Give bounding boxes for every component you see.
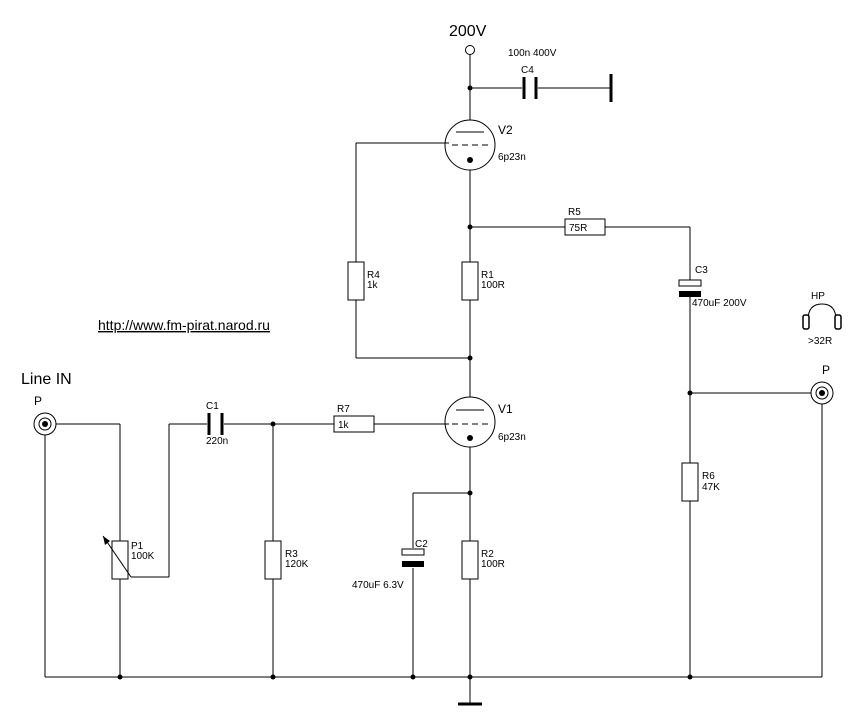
input-jack: Line IN P	[21, 371, 72, 436]
p1-value: 100K	[131, 551, 155, 562]
r7-ref: R7	[337, 404, 350, 415]
capacitor-c1: C1 220n	[206, 401, 228, 447]
resistor-r3: R3 120K	[264, 540, 309, 580]
junctions	[117, 85, 693, 680]
resistor-r5: R5 75R	[564, 207, 606, 236]
c2-ref: C2	[415, 539, 428, 550]
r3-ref: R3	[285, 549, 298, 560]
headphone-label: HP	[811, 291, 825, 302]
capacitor-c4: 100n 400V C4	[508, 48, 613, 102]
resistor-r6: R6 47K	[681, 462, 720, 502]
c4-value: 100n 400V	[508, 48, 557, 59]
junction-dot	[687, 674, 693, 680]
output-jack-label: P	[822, 363, 830, 377]
r5-ref: R5	[568, 207, 581, 218]
junction-dot	[467, 674, 473, 680]
r1-ref: R1	[481, 270, 494, 281]
c3-ref: C3	[695, 265, 708, 276]
r1-value: 100R	[481, 280, 505, 291]
potentiometer-p1: P1 100K	[102, 535, 155, 580]
r2-ref: R2	[481, 549, 494, 560]
p1-ref: P1	[131, 541, 144, 552]
v2-ref: V2	[498, 123, 513, 137]
junction-dot	[467, 490, 473, 496]
input-jack-label: P	[34, 394, 42, 408]
junction-dot	[467, 85, 473, 91]
website-url: http://www.fm-pirat.narod.ru	[98, 317, 270, 333]
resistor-r1: R1 100R	[461, 261, 505, 301]
r3-value: 120K	[285, 559, 309, 570]
capacitor-c2: C2 470uF 6.3V	[352, 539, 428, 591]
supply-terminal: 200V	[449, 23, 487, 55]
resistor-r4: R4 1k	[347, 261, 380, 301]
c3-value: 470uF 200V	[692, 298, 747, 309]
c1-value: 220n	[206, 436, 228, 447]
headphone-impedance: >32R	[808, 336, 832, 347]
r6-ref: R6	[702, 471, 715, 482]
resistor-r7: R7 1k	[333, 404, 375, 433]
r5-value: 75R	[569, 223, 587, 234]
c1-ref: C1	[206, 401, 219, 412]
v1-type: 6p23n	[498, 432, 526, 443]
wires	[44, 55, 823, 703]
r2-value: 100R	[481, 559, 505, 570]
resistor-r2: R2 100R	[461, 540, 505, 580]
v2-type: 6p23n	[498, 152, 526, 163]
r6-value: 47K	[702, 482, 720, 493]
tube-v1: V1 6p23n	[443, 396, 526, 448]
junction-dot	[467, 355, 473, 361]
junction-dot	[117, 674, 123, 680]
c2-value: 470uF 6.3V	[352, 580, 404, 591]
supply-label: 200V	[449, 23, 487, 40]
input-title: Line IN	[21, 371, 72, 388]
r4-ref: R4	[367, 270, 380, 281]
output-jack: P	[810, 363, 834, 405]
headphones-icon: HP >32R	[802, 291, 842, 347]
c4-ref: C4	[521, 65, 534, 76]
r7-value: 1k	[338, 420, 350, 431]
junction-dot	[467, 224, 473, 230]
junction-dot	[687, 390, 693, 396]
capacitor-c3: C3 470uF 200V	[678, 265, 747, 309]
r4-value: 1k	[367, 280, 379, 291]
v1-ref: V1	[498, 402, 513, 416]
junction-dot	[270, 674, 276, 680]
tube-v2: V2 6p23n	[443, 119, 526, 171]
junction-dot	[410, 674, 416, 680]
junction-dot	[270, 421, 276, 427]
